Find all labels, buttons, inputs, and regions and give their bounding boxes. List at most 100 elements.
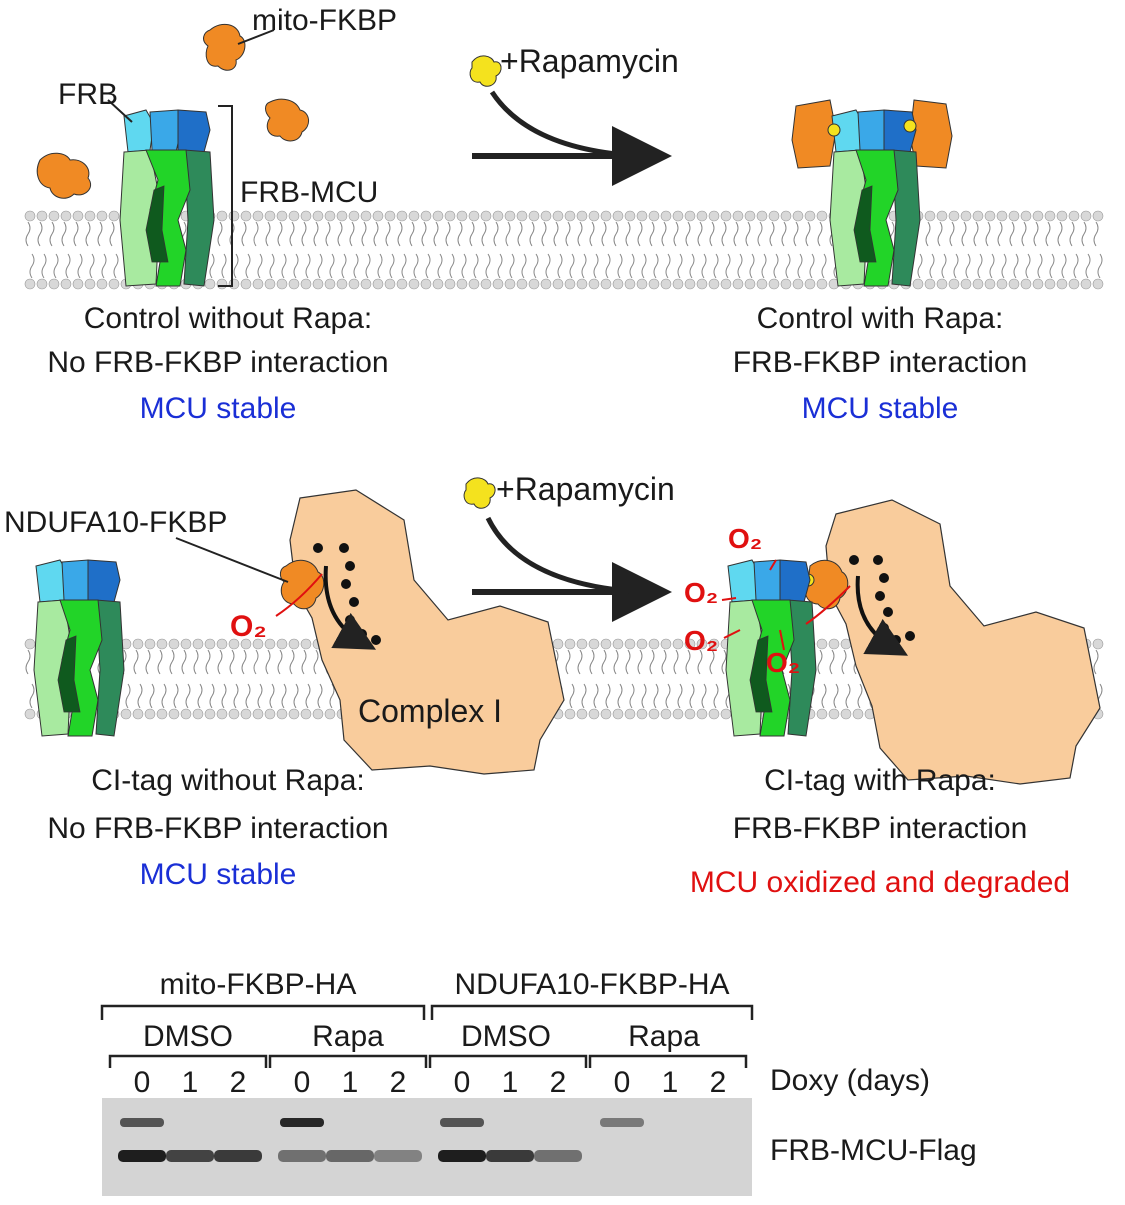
lipid-head bbox=[24, 210, 36, 222]
lipid-head bbox=[708, 708, 720, 720]
day-label: 1 bbox=[502, 1066, 519, 1099]
caption-line2: FRB-FKBP interaction bbox=[733, 346, 1028, 379]
lipid-head bbox=[300, 638, 312, 650]
lipid-head bbox=[60, 278, 72, 290]
lipid-tail bbox=[605, 253, 611, 279]
day-label: 0 bbox=[614, 1066, 631, 1099]
lipid-tail bbox=[613, 221, 619, 247]
lipid-head bbox=[228, 708, 240, 720]
fkbp-protein-icon bbox=[791, 99, 837, 169]
lipid-tail bbox=[437, 253, 443, 279]
lipid-tail bbox=[977, 253, 983, 279]
lipid-tail bbox=[317, 683, 323, 709]
lipid-head bbox=[336, 278, 348, 290]
lipid-tail bbox=[305, 683, 311, 709]
mcu-subunit bbox=[95, 599, 125, 737]
lipid-tail bbox=[49, 221, 55, 247]
rapamycin-molecule-icon bbox=[463, 477, 496, 509]
lipid-head bbox=[720, 210, 732, 222]
lipid-head bbox=[156, 708, 168, 720]
lipid-head bbox=[24, 278, 36, 290]
lipid-tail bbox=[409, 221, 415, 247]
lipid-tail bbox=[941, 253, 947, 279]
lipid-tail bbox=[505, 221, 511, 247]
lipid-head bbox=[168, 708, 180, 720]
lipid-head bbox=[720, 708, 732, 720]
lipid-head bbox=[1020, 210, 1032, 222]
lipid-tail bbox=[637, 649, 643, 675]
lipid-head bbox=[912, 278, 924, 290]
lipid-head bbox=[48, 210, 60, 222]
lipid-tail bbox=[277, 221, 283, 247]
lipid-tail bbox=[1021, 221, 1027, 247]
lipid-tail bbox=[365, 253, 371, 279]
lipid-tail bbox=[617, 253, 623, 279]
lipid-tail bbox=[533, 253, 539, 279]
lipid-head bbox=[696, 708, 708, 720]
lipid-tail bbox=[797, 253, 803, 279]
lipid-tail bbox=[665, 683, 671, 709]
lipid-tail bbox=[601, 221, 607, 247]
lipid-tail bbox=[113, 253, 119, 279]
lipid-tail bbox=[601, 649, 607, 675]
lipid-head bbox=[540, 278, 552, 290]
lipid-tail bbox=[41, 253, 47, 279]
lipid-head bbox=[492, 278, 504, 290]
day-label: 2 bbox=[230, 1066, 247, 1099]
lipid-head bbox=[624, 708, 636, 720]
caption-line1: Control without Rapa: bbox=[84, 302, 373, 335]
lipid-head bbox=[720, 278, 732, 290]
lipid-head bbox=[264, 278, 276, 290]
lipid-head bbox=[264, 708, 276, 720]
lipid-tail bbox=[289, 649, 295, 675]
lipid-head bbox=[348, 210, 360, 222]
rapamycin-label: +Rapamycin bbox=[500, 43, 679, 79]
lipid-head bbox=[744, 210, 756, 222]
lipid-tail bbox=[545, 253, 551, 279]
lipid-tail bbox=[757, 221, 763, 247]
lipid-head bbox=[216, 708, 228, 720]
lipid-head bbox=[936, 278, 948, 290]
lipid-tail bbox=[293, 253, 299, 279]
lipid-tail bbox=[721, 221, 727, 247]
lipid-head bbox=[1032, 278, 1044, 290]
day-label: 1 bbox=[182, 1066, 199, 1099]
lipid-head bbox=[96, 210, 108, 222]
lipid-tail bbox=[673, 649, 679, 675]
lipid-head bbox=[684, 210, 696, 222]
lipid-tail bbox=[185, 683, 191, 709]
lipid-head bbox=[648, 210, 660, 222]
treatment-label: DMSO bbox=[461, 1020, 551, 1053]
lipid-tail bbox=[841, 649, 847, 675]
lipid-head bbox=[972, 210, 984, 222]
lipid-head bbox=[504, 278, 516, 290]
lipid-tail bbox=[329, 683, 335, 709]
lipid-tail bbox=[1073, 253, 1079, 279]
lipid-head bbox=[816, 210, 828, 222]
lipid-tail bbox=[413, 253, 419, 279]
lipid-tail bbox=[85, 221, 91, 247]
lipid-tail bbox=[385, 221, 391, 247]
lipid-tail bbox=[637, 221, 643, 247]
lipid-tail bbox=[281, 253, 287, 279]
fkbp-protein-icon bbox=[804, 559, 849, 610]
lipid-head bbox=[564, 210, 576, 222]
label-ndufa10-fkbp: NDUFA10-FKBP bbox=[4, 506, 227, 539]
lane-bracket bbox=[428, 1054, 588, 1068]
lipid-head bbox=[732, 278, 744, 290]
lipid-head bbox=[288, 708, 300, 720]
lipid-head bbox=[156, 638, 168, 650]
lipid-head bbox=[276, 708, 288, 720]
caption-line2: No FRB-FKBP interaction bbox=[47, 812, 388, 845]
lipid-tail bbox=[341, 253, 347, 279]
lipid-head bbox=[264, 210, 276, 222]
lipid-tail bbox=[617, 683, 623, 709]
lipid-tail bbox=[233, 253, 239, 279]
lipid-head bbox=[396, 210, 408, 222]
lipid-head bbox=[624, 278, 636, 290]
lipid-head bbox=[576, 278, 588, 290]
lipid-tail bbox=[997, 221, 1003, 247]
lipid-tail bbox=[221, 253, 227, 279]
lipid-head bbox=[312, 278, 324, 290]
